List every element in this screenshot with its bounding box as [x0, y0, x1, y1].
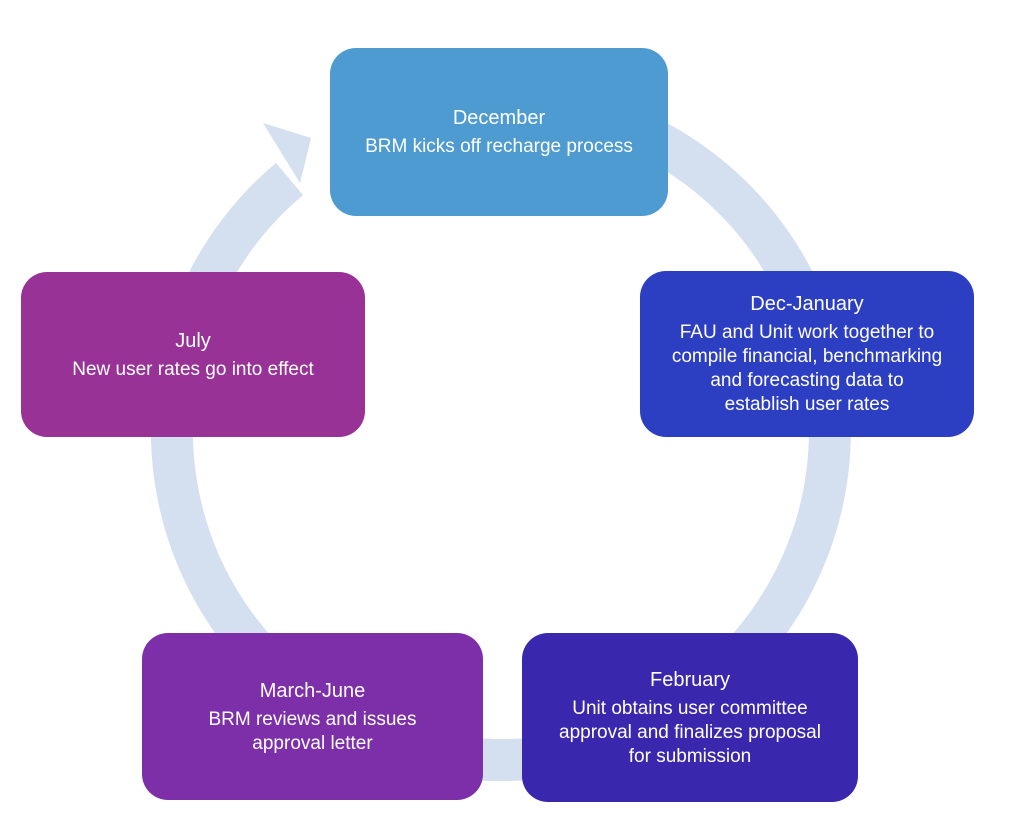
step-month: December: [452, 107, 546, 129]
step-box-july: July New user rates go into effect: [21, 272, 365, 437]
step-description: FAU and Unit work together to compile fi…: [671, 322, 943, 415]
arrowhead-icon: [263, 123, 311, 183]
step-description: BRM reviews and issues approval letter: [208, 708, 417, 754]
step-box-december: December BRM kicks off recharge process: [330, 48, 668, 216]
step-box-march-june: March-June BRM reviews and issues approv…: [142, 633, 483, 800]
step-description: BRM kicks off recharge process: [365, 136, 633, 157]
step-description: Unit obtains user committee approval and…: [559, 697, 821, 767]
step-box-february: February Unit obtains user committee app…: [522, 633, 858, 802]
step-month: July: [175, 329, 211, 352]
step-month: February: [649, 668, 731, 691]
step-box-dec-january: Dec-January FAU and Unit work together t…: [640, 271, 974, 437]
step-month: March-June: [259, 679, 366, 702]
step-description: New user rates go into effect: [72, 358, 314, 380]
step-month: Dec-January: [750, 293, 864, 315]
